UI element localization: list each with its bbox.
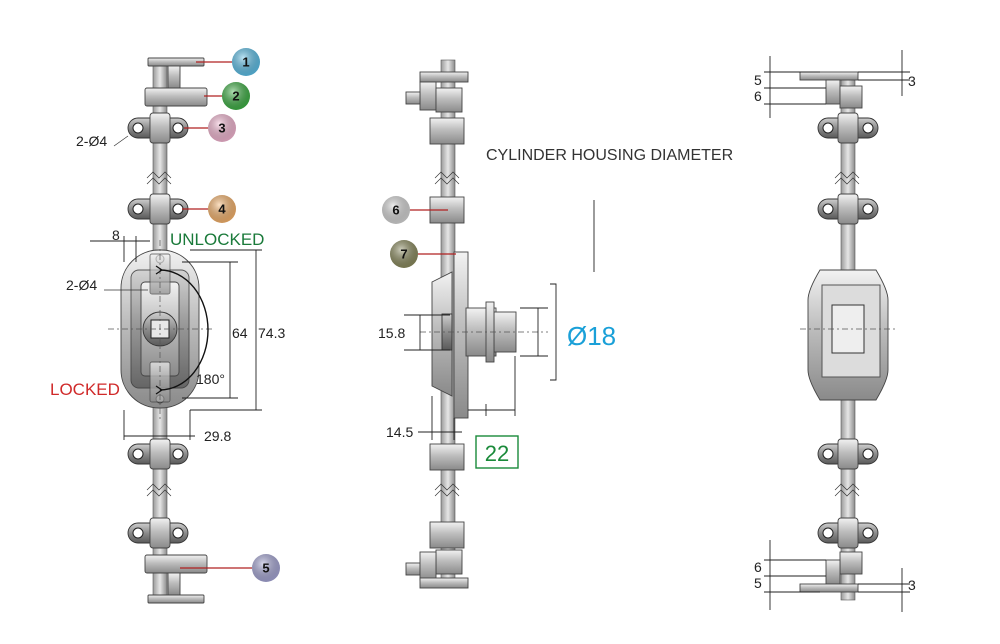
part-badge-3: 3: [208, 114, 236, 142]
dim-top-5: 5: [754, 72, 762, 88]
dim-29-8: 29.8: [204, 428, 231, 444]
part-badge-2: 2: [222, 82, 250, 110]
back-guide-1: [817, 112, 879, 144]
part-badge-7: 7: [390, 240, 418, 268]
dim-14-5: 14.5: [386, 424, 413, 440]
back-guide-3: [817, 438, 879, 470]
front-view: 8 64 74.3 29.8 2-Ø4 2-Ø4 UNLOCKED LOCKED…: [50, 57, 285, 604]
back-view: 5 6 3 6 5 3: [754, 50, 916, 612]
dim-15-8: 15.8: [378, 325, 405, 341]
dim-top-3: 3: [908, 73, 916, 89]
dim-74-3: 74.3: [258, 325, 285, 341]
back-guide-2: [817, 193, 879, 225]
badge-number-6: 6: [392, 203, 399, 218]
part-badge-6: 6: [382, 196, 410, 224]
dim-bot-6: 6: [754, 559, 762, 575]
guide-bracket-mid: [127, 193, 189, 225]
angle-label: 180°: [196, 371, 225, 387]
dim-22: 22: [485, 441, 509, 466]
badge-number-3: 3: [218, 121, 225, 136]
hole-label-b: 2-Ø4: [66, 277, 97, 293]
dim-64: 64: [232, 325, 248, 341]
badge-number-4: 4: [218, 202, 226, 217]
guide-bracket-bottom: [127, 517, 189, 549]
dim-bot-3: 3: [908, 577, 916, 593]
guide-bracket-low: [127, 438, 189, 470]
dim-bot-5: 5: [754, 575, 762, 591]
part-badge-4: 4: [208, 195, 236, 223]
dim-dia-18: Ø18: [567, 321, 616, 351]
badge-number-1: 1: [242, 55, 249, 70]
dim-top-6: 6: [754, 88, 762, 104]
badge-number-2: 2: [232, 89, 239, 104]
side-view: 15.8 14.5 22 Ø18 CYLINDER HOUSING DIAMET…: [378, 59, 733, 589]
hole-label-a: 2-Ø4: [76, 133, 107, 149]
badge-number-5: 5: [262, 561, 269, 576]
badge-number-7: 7: [400, 247, 407, 262]
back-guide-4: [817, 517, 879, 549]
guide-bracket-top: [127, 112, 189, 144]
part-badge-5: 5: [252, 554, 280, 582]
cylinder-housing-label: CYLINDER HOUSING DIAMETER: [486, 147, 733, 164]
unlocked-label: UNLOCKED: [170, 230, 264, 249]
dim-8: 8: [112, 227, 120, 243]
part-badge-1: 1: [232, 48, 260, 76]
locked-label: LOCKED: [50, 380, 120, 399]
